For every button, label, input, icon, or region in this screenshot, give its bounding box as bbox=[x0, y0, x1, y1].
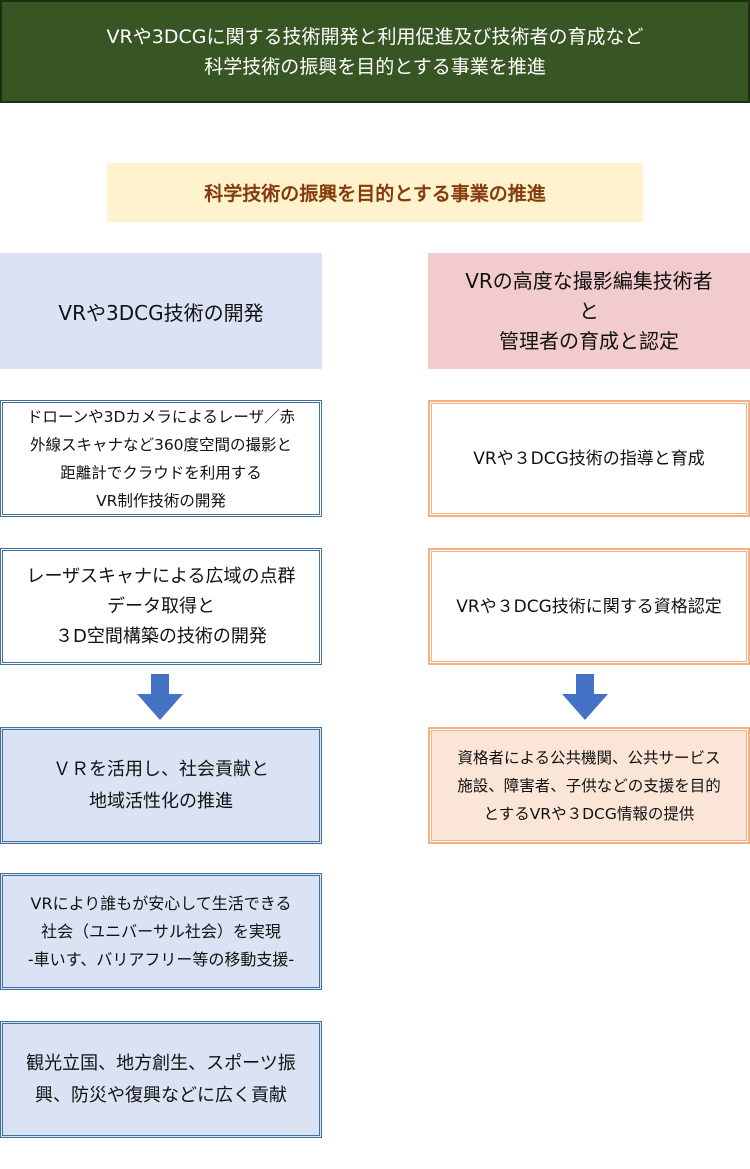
text-line: 地域活性化の推進 bbox=[89, 790, 233, 812]
text-line: 外線スキャナなど360度空間の撮影と bbox=[29, 435, 293, 454]
text-line: 興、防災や復興などに広く貢献 bbox=[35, 1084, 287, 1106]
subtitle-text: 科学技術の振興を目的とする事業の推進 bbox=[204, 183, 546, 205]
right-box-certification: VRや３DCG技術に関する資格認定 bbox=[428, 548, 750, 665]
text-line: とするVRや３DCG情報の提供 bbox=[483, 804, 695, 823]
text-line: VRにより誰もが安心して生活できる bbox=[30, 893, 292, 913]
title-line-1: VRや3DCGに関する技術開発と利用促進及び技術者の育成など bbox=[106, 25, 644, 48]
subtitle-box: 科学技術の振興を目的とする事業の推進 bbox=[107, 163, 643, 222]
left-box-social-contribution: ＶＲを活用し、社会貢献と 地域活性化の推進 bbox=[0, 727, 322, 844]
right-heading-line: と bbox=[579, 299, 599, 323]
text-line: 距離計でクラウドを利用する bbox=[60, 463, 262, 482]
title-line-2: 科学技術の振興を目的とする事業を推進 bbox=[204, 55, 546, 78]
left-box-tourism: 観光立国、地方創生、スポーツ振 興、防災や復興などに広く貢献 bbox=[0, 1021, 322, 1138]
text-line: VRや３DCG技術の指導と育成 bbox=[473, 448, 705, 469]
text-line: レーザスキャナによる広域の点群 bbox=[26, 565, 296, 587]
down-arrow-icon bbox=[562, 674, 608, 720]
text-line: 施設、障害者、子供などの支援を目的 bbox=[457, 776, 721, 795]
text-line: -車いす、バリアフリー等の移動支援- bbox=[27, 949, 295, 969]
text-line: データ取得と bbox=[107, 595, 215, 617]
main-title-banner: VRや3DCGに関する技術開発と利用促進及び技術者の育成など 科学技術の振興を目… bbox=[0, 0, 750, 103]
text-line: 社会（ユニバーサル社会）を実現 bbox=[41, 921, 281, 941]
right-heading-line: VRの高度な撮影編集技術者 bbox=[465, 269, 713, 293]
right-box-guidance: VRや３DCG技術の指導と育成 bbox=[428, 400, 750, 517]
right-heading-line: 管理者の育成と認定 bbox=[499, 329, 679, 353]
text-line: VRや３DCG技術に関する資格認定 bbox=[456, 596, 722, 617]
text-line: ３D空間構築の技術の開発 bbox=[55, 625, 267, 647]
right-box-support: 資格者による公共機関、公共サービス 施設、障害者、子供などの支援を目的 とするV… bbox=[428, 727, 750, 844]
text-line: ドローンや3Dカメラによるレーザ／赤 bbox=[26, 407, 296, 426]
left-heading-box: VRや3DCG技術の開発 bbox=[0, 253, 322, 369]
text-line: VR制作技術の開発 bbox=[96, 491, 226, 510]
left-heading-text: VRや3DCG技術の開発 bbox=[58, 300, 264, 325]
right-heading-box: VRの高度な撮影編集技術者 と 管理者の育成と認定 bbox=[428, 253, 750, 369]
text-line: 観光立国、地方創生、スポーツ振 bbox=[26, 1052, 296, 1074]
left-box-vr-production: ドローンや3Dカメラによるレーザ／赤 外線スキャナなど360度空間の撮影と 距離… bbox=[0, 400, 322, 517]
left-box-point-cloud: レーザスキャナによる広域の点群 データ取得と ３D空間構築の技術の開発 bbox=[0, 548, 322, 665]
text-line: ＶＲを活用し、社会貢献と bbox=[53, 758, 269, 780]
down-arrow-icon bbox=[137, 674, 183, 720]
text-line: 資格者による公共機関、公共サービス bbox=[457, 748, 721, 767]
left-box-universal-society: VRにより誰もが安心して生活できる 社会（ユニバーサル社会）を実現 -車いす、バ… bbox=[0, 873, 322, 990]
